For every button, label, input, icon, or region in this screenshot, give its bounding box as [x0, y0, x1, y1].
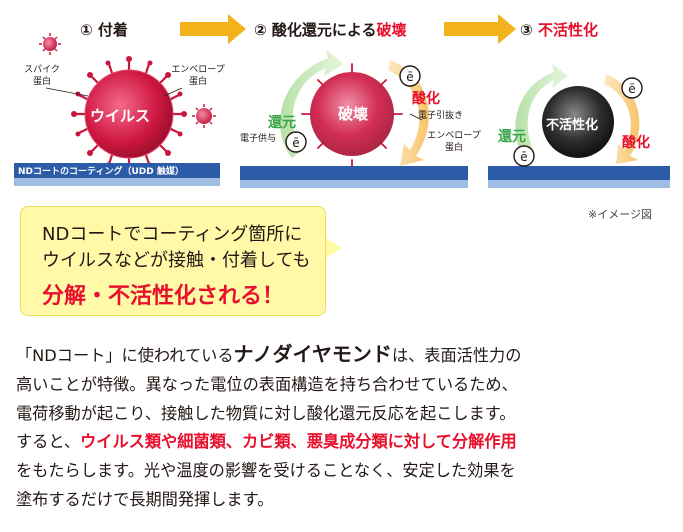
- paragraph-line-5: をもたらします。光や温度の影響を受けることなく、安定した効果を: [16, 461, 516, 481]
- coating-label: NDコートのコーティング（UDD 触媒）: [18, 167, 184, 177]
- small-virus-icon: [192, 104, 216, 128]
- panel-destruction: ē ē: [240, 50, 468, 188]
- virus-label: ウイルス: [90, 107, 151, 125]
- electron-extraction-label: 電子引抜き: [418, 111, 464, 121]
- electron-icon: ē: [513, 145, 535, 167]
- inactivation-center-label: 不活性化: [546, 118, 599, 133]
- spike-protein-label: スパイク蛋白: [24, 65, 60, 87]
- electron-icon: ē: [285, 131, 307, 153]
- paragraph-line-2: 高いことが特徴。異なった電位の表面構造を持ち合わせているため、: [16, 374, 518, 394]
- svg-text:ē: ē: [406, 70, 413, 84]
- step-arrow-1: [180, 14, 246, 44]
- virus-icon: [71, 56, 187, 172]
- paragraph-line-6: 塗布するだけで長期間発揮します。: [16, 489, 274, 509]
- callout-line-1: NDコートでコーティング箇所に: [42, 224, 303, 245]
- small-virus-icon: [39, 33, 61, 55]
- step-1-label: ① 付着: [80, 21, 128, 39]
- panel-attachment: [14, 33, 220, 186]
- description-paragraph: 「NDコート」に使われているナノダイヤモンドは、表面活性力の 高いことが特徴。異…: [16, 340, 676, 515]
- image-note: ※イメージ図: [588, 208, 652, 221]
- envelope-protein-label-2: エンベロープ蛋白: [427, 131, 481, 153]
- electron-donation-label: 電子供与: [240, 134, 277, 144]
- electron-icon: ē: [621, 77, 643, 99]
- paragraph-line-3: 電荷移動が起こり、接触した物質に対し酸化還元反応を起こします。: [16, 403, 516, 423]
- callout-tail: [326, 238, 342, 258]
- step-3-label: ③ 不活性化: [520, 21, 598, 39]
- svg-text:ē: ē: [628, 82, 635, 96]
- oxidation-label-2: 酸化: [412, 91, 440, 107]
- envelope-protein-label: エンベロープ蛋白: [171, 65, 225, 87]
- destruction-center-label: 破壊: [338, 105, 369, 123]
- callout-emphasis: 分解・不活性化される！: [42, 284, 285, 309]
- paragraph-line-4: すると、ウイルス類や細菌類、カビ類、悪臭成分類に対して分解作用: [16, 432, 517, 452]
- panel-inactivation: ē ē: [488, 64, 670, 188]
- callout-line-2: ウイルスなどが接触・付着しても: [42, 250, 311, 271]
- electron-icon: ē: [399, 65, 421, 87]
- coating-surface: [14, 163, 220, 178]
- step-arrow-2: [444, 14, 516, 44]
- paragraph-line-1: 「NDコート」に使われているナノダイヤモンドは、表面活性力の: [16, 342, 522, 366]
- svg-text:ē: ē: [292, 136, 299, 150]
- step-2-label: ② 酸化還元による破壊: [254, 21, 407, 39]
- reduction-label-3: 還元: [498, 129, 526, 145]
- svg-text:ē: ē: [520, 150, 527, 164]
- oxidation-label-3: 酸化: [622, 135, 650, 151]
- callout-box: [20, 206, 326, 316]
- reduction-label-2: 還元: [268, 115, 296, 131]
